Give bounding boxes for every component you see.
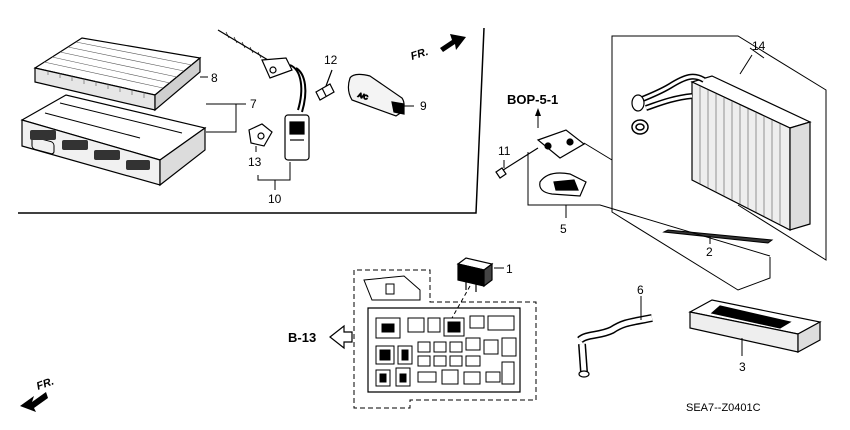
bop-label: BOP-5-1 [507,92,558,107]
front-direction-arrow: FR. [409,34,466,63]
front-direction-arrow-lower: FR. [20,375,56,412]
relay-cover-label: A/C [357,93,369,102]
b13-label: B-13 [288,330,316,345]
leader-lines-10-13 [255,146,291,190]
cover-part[interactable]: A/C [347,73,405,117]
callout-12[interactable]: 12 [324,53,338,67]
callout-11[interactable]: 11 [498,144,511,158]
b13-reference[interactable]: B-13 [288,324,353,350]
evaporator-core-part[interactable] [631,73,812,231]
callout-13[interactable]: 13 [248,155,262,169]
callout-8[interactable]: 8 [211,71,218,85]
direction-label-lower: FR. [35,375,56,392]
callout-14[interactable]: 14 [752,39,766,53]
drawing-code: SEA7--Z0401C [686,402,761,414]
callout-7[interactable]: 7 [250,97,257,111]
expansion-valve-part[interactable] [536,129,587,197]
callout-2[interactable]: 2 [706,245,713,259]
filter-housing-part[interactable] [20,94,207,187]
o-ring-part[interactable] [631,119,649,135]
callout-10[interactable]: 10 [268,192,282,206]
relay-part[interactable] [456,257,494,292]
clip-part[interactable] [248,123,273,147]
air-filter-part[interactable] [33,37,202,112]
section-frame [18,27,485,214]
callout-1[interactable]: 1 [506,262,513,276]
leader-lines-7-8 [200,76,246,133]
direction-label: FR. [409,46,430,63]
callout-6[interactable]: 6 [637,283,644,297]
fuse-box[interactable] [353,269,537,409]
drain-hose-part[interactable] [577,314,653,378]
screw-part[interactable] [315,69,335,101]
evaporator-frame [611,35,827,291]
callout-3[interactable]: 3 [739,360,746,374]
callout-5[interactable]: 5 [560,222,567,236]
reference-arrow-up [535,108,541,116]
callout-9[interactable]: 9 [420,99,427,113]
drain-duct-part[interactable] [688,299,822,354]
temperature-sensor-part[interactable] [217,29,310,161]
bolt-part[interactable] [495,147,539,179]
seal-strip-part[interactable] [662,229,774,244]
